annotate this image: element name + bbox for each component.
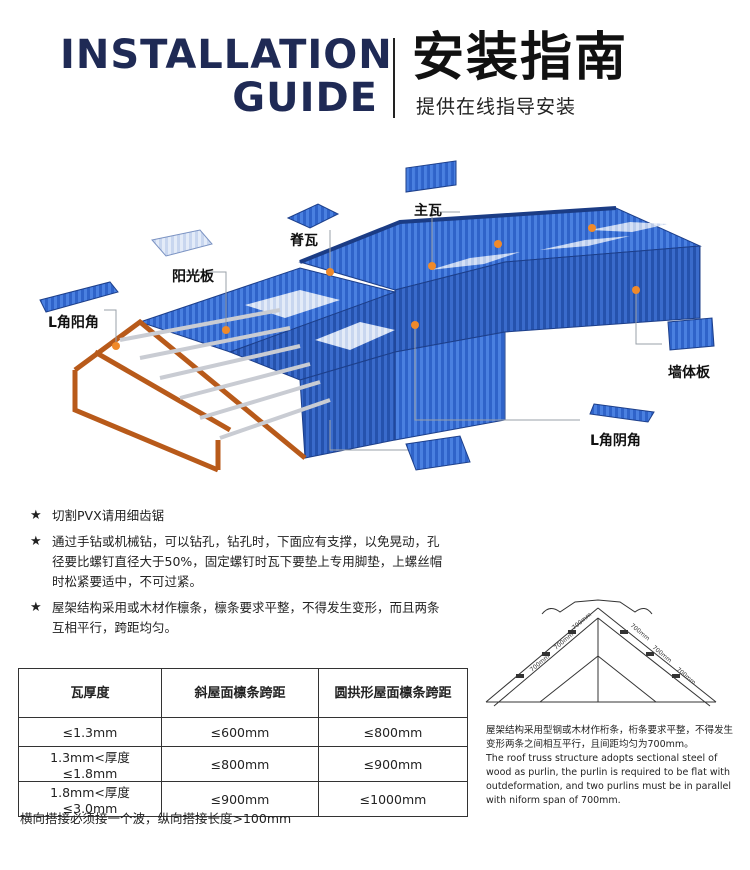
rear-skylight-2 [540,236,630,250]
table-cell: 1.3mm<厚度≤1.8mm [18,746,162,782]
table-row: 1.3mm<厚度≤1.8mm ≤800mm ≤900mm [18,746,468,782]
table-cell: ≤800mm [161,746,319,782]
rear-skylight-3 [590,222,668,232]
header-english-title: INSTALLATION GUIDE [60,32,393,121]
label-ridge-tile: 脊瓦 [290,233,318,249]
purlins [119,308,331,440]
sample-l-inner-corner [589,403,655,423]
ridge-cap [299,206,617,264]
installation-notes: ★ 切割PVX请用细齿锯 ★ 通过手钻或机械钻，可以钻孔，钻孔时，下面应有支撑，以免… [28,506,448,644]
truss-description: 屋架结构采用型钢或木材作桁条，桁条要求平整，不得发生变形两条之间相互平行，且间距… [486,724,734,808]
leader-lines [104,211,662,451]
building-diagram [39,160,715,473]
note-item: ★ 切割PVX请用细齿锯 [28,506,448,526]
table-header-thickness: 瓦厚度 [18,668,162,718]
truss-dim: 700mm [571,611,593,631]
label-wall-panel: 墙体板 [668,365,710,381]
table-cell: ≤900mm [161,781,319,817]
sample-wall-panel [667,317,715,351]
table-cell: 1.8mm<厚度≤3.0mm [18,781,162,817]
note-text: 通过手钻或机械钻，可以钻孔，钻孔时，下面应有支撑，以免晃动，孔径要比螺钉直径大于… [52,534,443,589]
table-cell: ≤800mm [318,717,468,747]
purlin-span-table: 瓦厚度 斜屋面檩条跨距 圆拱形屋面檩条跨距 ≤1.3mm ≤600mm ≤800… [18,668,468,817]
sample-skylight [151,229,213,257]
star-icon: ★ [30,534,42,549]
truss-dim: 700mm [629,622,651,642]
leader-dots [112,224,640,350]
sample-l-outer-corner [39,281,119,313]
truss-diagram: 700mm 700mm 700mm 700mm 700mm 700mm [485,599,717,707]
table-cell: ≤1000mm [318,781,468,817]
note-text: 切割PVX请用细齿锯 [52,508,165,523]
header-divider [393,38,395,118]
overlap-note: 横向搭接必须接一个波，纵向搭接长度>100mm [20,811,292,826]
table-cell: ≤600mm [161,717,319,747]
note-item: ★ 通过手钻或机械钻，可以钻孔，钻孔时，下面应有支撑，以免晃动，孔径要比螺钉直径大… [28,532,448,592]
truss-dim: 700mm [553,631,575,651]
star-icon: ★ [30,508,42,523]
label-main-tile: 主瓦 [414,203,442,219]
sample-main-tile [405,160,457,193]
label-l-outer-corner: L角阳角 [48,315,99,331]
truss-description-cn: 屋架结构采用型钢或木材作桁条，桁条要求平整，不得发生变形两条之间相互平行，且间距… [486,725,734,750]
header-chinese-title: 安装指南 [412,28,629,88]
header-chinese-subtitle: 提供在线指导安装 [416,96,577,118]
table-cell: ≤900mm [318,746,468,782]
truss-description-en: The roof truss structure adopts sectiona… [486,753,731,806]
note-item: ★ 屋架结构采用或木材作檩条，檩条要求平整，不得发生变形，而且两条互相平行，跨距均… [28,598,448,638]
table-row: 1.8mm<厚度≤3.0mm ≤900mm ≤1000mm [18,781,468,817]
sample-floor-tile [405,435,471,471]
header-english-line2: GUIDE [232,75,378,121]
header-english-line1: INSTALLATION [60,32,393,78]
label-l-inner-corner: L角阴角 [590,433,641,449]
rear-skylight-1 [430,252,520,270]
note-text: 屋架结构采用或木材作檩条，檩条要求平整，不得发生变形，而且两条互相平行，跨距均匀… [52,600,440,635]
table-row: ≤1.3mm ≤600mm ≤800mm [18,717,468,747]
table-header-arch-span: 圆拱形屋面檩条跨距 [318,668,468,718]
front-right-skylight [315,322,395,350]
label-skylight: 阳光板 [172,269,214,285]
star-icon: ★ [30,600,42,615]
sample-ridge-tile [286,203,340,229]
table-cell: ≤1.3mm [18,717,162,747]
table-header-slope-span: 斜屋面檩条跨距 [161,668,319,718]
